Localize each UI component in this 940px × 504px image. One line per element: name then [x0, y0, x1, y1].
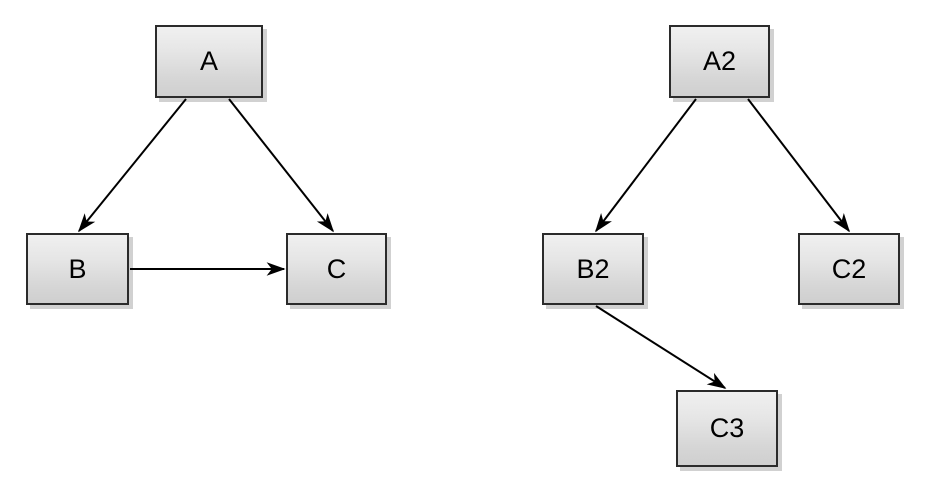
node-label: A — [199, 46, 218, 76]
edge-a-c — [228, 98, 334, 233]
node-label: C — [326, 253, 347, 284]
node-label: B — [68, 253, 87, 284]
node-c[interactable]: C — [286, 233, 387, 305]
edge-b2-c3 — [595, 305, 727, 389]
node-c3[interactable]: C3 — [676, 390, 778, 467]
node-label: A2 — [702, 46, 737, 76]
node-label: C2 — [831, 253, 867, 284]
node-b2[interactable]: B2 — [542, 233, 644, 305]
node-c2[interactable]: C2 — [798, 233, 900, 305]
edges-group — [77, 98, 850, 389]
edge-a2-c2 — [747, 98, 850, 233]
node-label: C3 — [709, 413, 745, 443]
node-a[interactable]: A — [155, 25, 263, 98]
node-a2[interactable]: A2 — [669, 25, 770, 98]
edge-a-b — [77, 98, 187, 233]
node-b[interactable]: B — [26, 233, 129, 305]
edge-a2-b2 — [595, 98, 697, 233]
node-label: B2 — [576, 253, 610, 284]
